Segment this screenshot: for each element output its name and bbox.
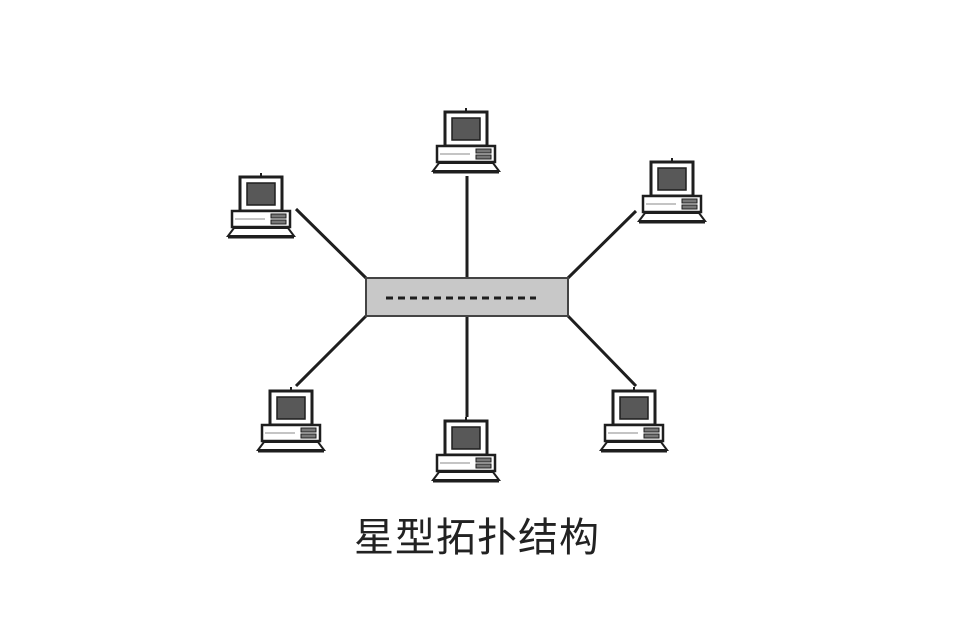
link-top-left (294, 207, 368, 280)
link-bottom-left (294, 314, 368, 388)
link-top-right (566, 209, 638, 280)
computer-icon (226, 171, 296, 239)
computer-icon (431, 106, 501, 174)
connection-lines (294, 176, 638, 417)
computer-icon (599, 385, 669, 453)
computer-icon (431, 415, 501, 483)
diagram-caption: 星型拓扑结构 (354, 515, 600, 561)
link-bottom-right (566, 314, 638, 388)
computer-icon (637, 156, 707, 224)
computer-icon (256, 385, 326, 453)
hub-switch (365, 277, 569, 317)
